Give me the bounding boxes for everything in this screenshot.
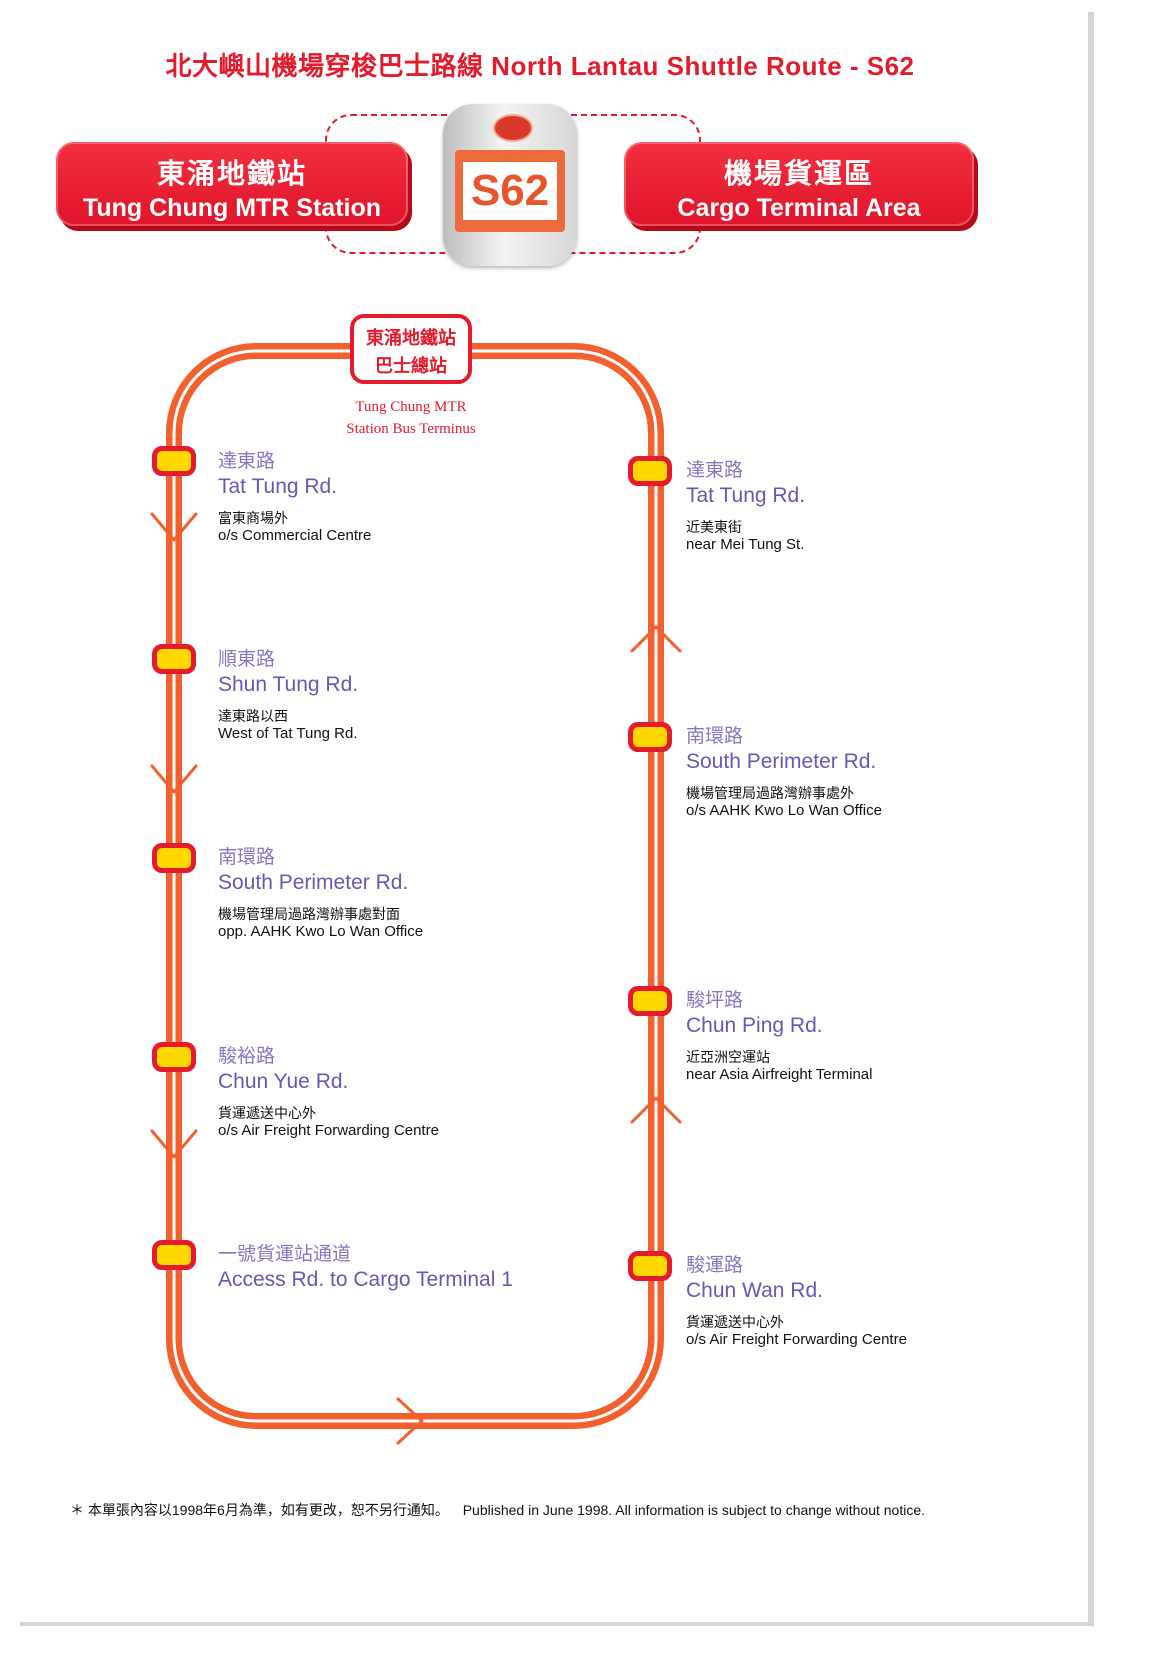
terminus-zh-line1: 東涌地鐵站 [366, 328, 456, 348]
stop-location-zh: 貨運遞送中心外 [218, 1105, 316, 1121]
page-title: 北大嶼山機場穿梭巴士路線 North Lantau Shuttle Route … [0, 46, 1080, 83]
origin-terminal-zh: 東涌地鐵站 [156, 158, 307, 189]
stop-name-zh: 南環路 [686, 726, 744, 747]
stop-left-1: 達東路 Tat Tung Rd. 富東商場外 o/s Commercial Ce… [218, 450, 548, 544]
stop-location-en: o/s AAHK Kwo Lo Wan Office [686, 802, 882, 819]
footer-note: ＊ 本單張內容以1998年6月為準，如有更改，恕不另行通知。 Published… [70, 1500, 925, 1520]
route-number-plate: S62 [455, 150, 565, 232]
stop-marker [152, 446, 196, 476]
stop-location-en: o/s Air Freight Forwarding Centre [218, 1122, 439, 1139]
stop-location-zh: 機場管理局過路灣辦事處外 [686, 785, 854, 801]
stop-name-en: Tat Tung Rd. [218, 475, 338, 498]
page-title-text: 北大嶼山機場穿梭巴士路線 North Lantau Shuttle Route … [165, 51, 915, 81]
leaflet-sheet [20, 12, 1094, 1626]
stop-location-zh: 達東路以西 [218, 708, 288, 724]
footer-note-zh: ＊ 本單張內容以1998年6月為準，如有更改，恕不另行通知。 [70, 1502, 449, 1518]
stop-left-4: 駿裕路 Chun Yue Rd. 貨運遞送中心外 o/s Air Freight… [218, 1045, 548, 1139]
arrow-up-1 [630, 1096, 682, 1124]
stop-location-zh: 機場管理局過路灣辦事處對面 [218, 906, 400, 922]
destination-terminal-zh: 機場貨運區 [723, 158, 874, 189]
stop-marker [152, 1240, 196, 1270]
stop-marker [628, 456, 672, 486]
stop-name-zh: 駿裕路 [218, 1046, 276, 1067]
stop-name-en: South Perimeter Rd. [218, 871, 409, 894]
stop-marker [152, 644, 196, 674]
arrow-down-2 [150, 764, 198, 794]
stop-right-2: 南環路 South Perimeter Rd. 機場管理局過路灣辦事處外 o/s… [686, 725, 1016, 819]
arrow-down-3 [150, 1129, 198, 1159]
arrow-right-bottom [396, 1397, 424, 1445]
destination-terminal-en: Cargo Terminal Area [677, 194, 921, 222]
stop-name-en: Shun Tung Rd. [218, 673, 359, 696]
terminus-zh-line2: 巴士總站 [375, 356, 447, 376]
arrow-up-2 [630, 625, 682, 653]
stop-location-en: West of Tat Tung Rd. [218, 725, 358, 742]
stop-right-3: 駿坪路 Chun Ping Rd. 近亞洲空運站 near Asia Airfr… [686, 989, 1016, 1083]
route-badge: S62 [443, 104, 577, 266]
terminus-en: Tung Chung MTR Station Bus Terminus [311, 396, 511, 440]
stop-name-en: Tat Tung Rd. [686, 484, 806, 507]
stop-location-en: near Mei Tung St. [686, 536, 805, 553]
stop-location-zh: 近美東街 [686, 519, 742, 535]
footer-note-en: Published in June 1998. All information … [462, 1502, 926, 1518]
stop-location-en: near Asia Airfreight Terminal [686, 1066, 873, 1083]
arrow-down-1 [150, 512, 198, 542]
stop-name-en: Chun Yue Rd. [218, 1070, 349, 1093]
origin-terminal-en: Tung Chung MTR Station [82, 194, 382, 222]
stop-location-zh: 近亞洲空運站 [686, 1049, 770, 1065]
operator-logo-icon [493, 114, 533, 142]
stop-location-en: o/s Commercial Centre [218, 527, 372, 544]
stop-location-zh: 貨運遞送中心外 [686, 1314, 784, 1330]
direction-arrows [150, 512, 682, 1445]
terminus-en-line1: Tung Chung MTR [355, 399, 467, 415]
stop-name-zh: 順東路 [218, 649, 276, 670]
stop-left-5: 一號貨運站通道 Access Rd. to Cargo Terminal 1 [218, 1243, 578, 1293]
stop-right-4: 駿運路 Chun Wan Rd. 貨運遞送中心外 o/s Air Freight… [686, 1254, 1016, 1348]
stop-location-en: o/s Air Freight Forwarding Centre [686, 1331, 907, 1348]
terminus-en-line2: Station Bus Terminus [346, 421, 476, 437]
stop-name-zh: 駿坪路 [686, 990, 744, 1011]
stop-name-en: Chun Ping Rd. [686, 1014, 823, 1037]
stop-location-zh: 富東商場外 [218, 510, 288, 526]
terminus-box: 東涌地鐵站 巴士總站 [350, 314, 472, 384]
stop-name-zh: 達東路 [686, 460, 744, 481]
stop-marker [628, 986, 672, 1016]
stop-left-2: 順東路 Shun Tung Rd. 達東路以西 West of Tat Tung… [218, 648, 548, 742]
stop-location-en: opp. AAHK Kwo Lo Wan Office [218, 923, 424, 940]
origin-terminal-box: 東涌地鐵站 Tung Chung MTR Station [56, 142, 408, 226]
stop-name-en: Access Rd. to Cargo Terminal 1 [218, 1268, 513, 1291]
stop-marker [152, 1042, 196, 1072]
stop-marker [628, 1251, 672, 1281]
stop-name-zh: 駿運路 [686, 1255, 744, 1276]
stop-name-en: Chun Wan Rd. [686, 1279, 823, 1302]
stop-name-zh: 一號貨運站通道 [218, 1244, 352, 1265]
destination-terminal-box: 機場貨運區 Cargo Terminal Area [624, 142, 974, 226]
stop-marker [152, 843, 196, 873]
stop-right-1: 達東路 Tat Tung Rd. 近美東街 near Mei Tung St. [686, 459, 1016, 553]
stop-marker [628, 722, 672, 752]
stop-left-3: 南環路 South Perimeter Rd. 機場管理局過路灣辦事處對面 op… [218, 846, 548, 940]
stop-name-zh: 南環路 [218, 847, 276, 868]
route-number: S62 [463, 162, 557, 220]
stop-name-zh: 達東路 [218, 451, 276, 472]
stop-name-en: South Perimeter Rd. [686, 750, 877, 773]
